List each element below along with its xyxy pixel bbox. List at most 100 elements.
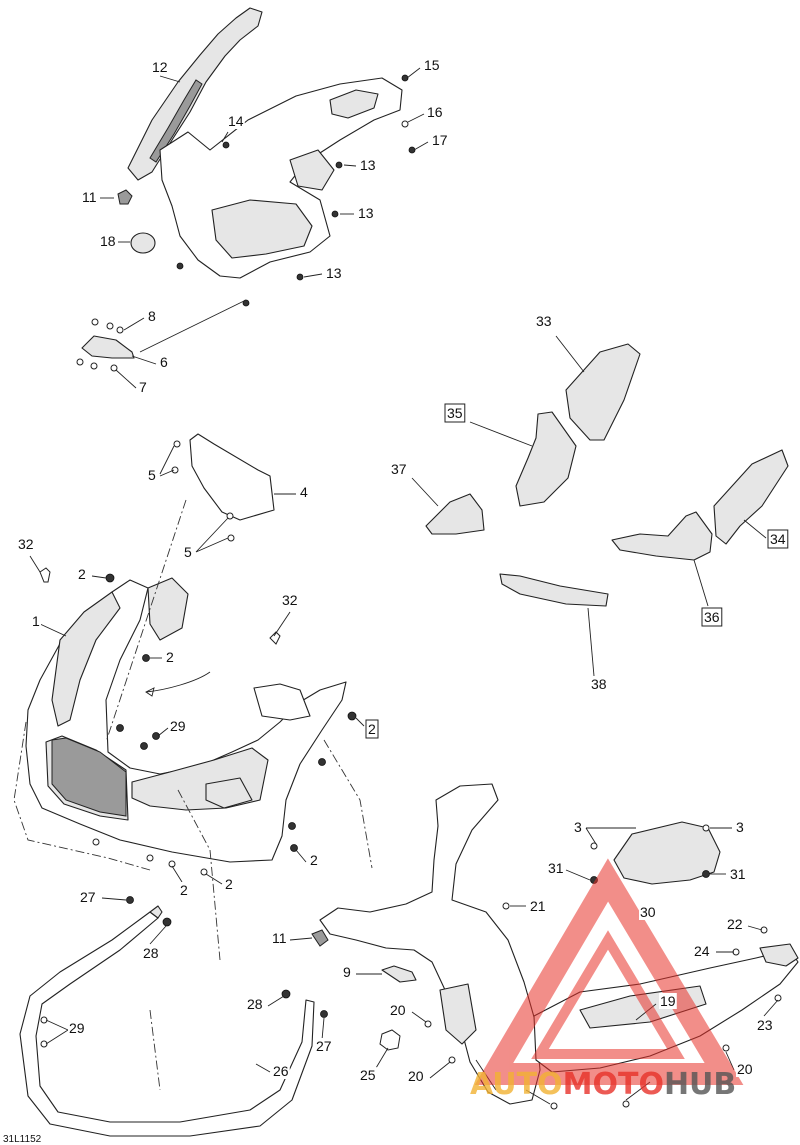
callout-label: 3 [736, 819, 744, 835]
part-11-clip-lower [311, 929, 329, 947]
callout-label: 15 [424, 57, 440, 73]
watermark-text-auto: AUTO [470, 1067, 563, 1102]
callout-label: 7 [139, 379, 147, 395]
callout-backdrop [159, 354, 169, 370]
callout-label: 22 [727, 916, 743, 932]
callout-backdrop [224, 876, 234, 892]
callout-26: 26 [272, 1063, 290, 1079]
callout-label: 9 [343, 964, 351, 980]
callout-backdrop [529, 898, 547, 914]
callout-backdrop [426, 104, 444, 120]
callout-backdrop [79, 889, 97, 905]
callout-21: 21 [529, 898, 547, 914]
callout-label: 23 [757, 1017, 773, 1033]
callout-backdrop [693, 943, 711, 959]
callout-2: 2 [309, 852, 319, 868]
watermark-text-moto: MOTO [563, 1067, 664, 1102]
callout-13: 13 [359, 157, 377, 173]
callout-label: 8 [148, 308, 156, 324]
callout-label: 38 [591, 676, 607, 692]
callout-backdrop [147, 467, 157, 483]
part-11-clip [117, 189, 133, 205]
callout-4: 4 [299, 484, 309, 500]
callout-20: 20 [389, 1002, 407, 1018]
callout-backdrop [736, 1061, 754, 1077]
callout-label: 31 [548, 860, 564, 876]
part-33-pad [565, 343, 641, 441]
callout-35: 35 [444, 403, 466, 423]
callout-backdrop [309, 852, 319, 868]
callout-label: 1 [32, 613, 40, 629]
callout-backdrop [31, 613, 41, 629]
callout-backdrop [272, 1063, 290, 1079]
callout-8: 8 [147, 308, 157, 324]
callout-3: 3 [735, 819, 745, 835]
callout-30: 30 [639, 904, 657, 920]
callout-backdrop [726, 916, 744, 932]
callout-box [365, 719, 379, 739]
callout-19: 19 [659, 993, 677, 1009]
callout-backdrop [142, 945, 160, 961]
callout-17: 17 [431, 132, 449, 148]
callout-backdrop [17, 536, 35, 552]
callout-label: 5 [148, 467, 156, 483]
callout-6: 6 [159, 354, 169, 370]
callout-label: 28 [143, 945, 159, 961]
part-36-pad [611, 511, 713, 561]
callout-backdrop [165, 649, 175, 665]
callout-3: 3 [573, 819, 583, 835]
callout-28: 28 [246, 996, 264, 1012]
callout-7: 7 [138, 379, 148, 395]
callout-backdrop [431, 132, 449, 148]
callout-2: 2 [77, 566, 87, 582]
callout-label: 35 [447, 405, 463, 421]
watermark-brand-text: AUTOMOTOHUB [470, 1067, 736, 1102]
callout-label: 12 [152, 59, 168, 75]
callout-29: 29 [169, 718, 187, 734]
callout-29: 29 [68, 1020, 86, 1036]
callout-11: 11 [271, 930, 288, 946]
callout-label: 11 [82, 189, 97, 205]
callout-14: 14 [227, 113, 245, 129]
callout-backdrop [183, 544, 193, 560]
fascia-grille-mesh [51, 737, 127, 817]
callout-backdrop [535, 313, 553, 329]
callout-32: 32 [281, 592, 299, 608]
callout-backdrop [138, 379, 148, 395]
callout-20: 20 [407, 1068, 425, 1084]
callout-label: 21 [530, 898, 546, 914]
upper-console-assembly [76, 7, 416, 372]
callout-backdrop [389, 1002, 407, 1018]
callout-2: 2 [179, 882, 189, 898]
callout-labels: 1214151617131313111886733353734363854532… [17, 57, 789, 1084]
callout-label: 27 [80, 889, 96, 905]
callout-27: 27 [79, 889, 97, 905]
callout-box [701, 607, 723, 627]
callout-backdrop [68, 1020, 86, 1036]
callout-33: 33 [535, 313, 553, 329]
callout-31: 31 [547, 860, 565, 876]
callout-backdrop [281, 592, 299, 608]
callout-label: 20 [737, 1061, 753, 1077]
callout-label: 36 [704, 609, 720, 625]
foam-pads-group [425, 343, 789, 607]
part-8-nut [91, 318, 99, 326]
part-37-pad [425, 493, 485, 535]
part-32-stud [39, 567, 51, 583]
callout-13: 13 [325, 265, 343, 281]
callout-backdrop [423, 57, 441, 73]
callout-2: 2 [365, 719, 379, 739]
callout-20: 20 [736, 1061, 754, 1077]
callout-label: 13 [326, 265, 342, 281]
watermark-text-hub: HUB [664, 1067, 736, 1102]
callout-label: 29 [69, 1020, 85, 1036]
callout-backdrop [299, 484, 309, 500]
callout-13: 13 [357, 205, 375, 221]
callout-label: 4 [300, 484, 308, 500]
callout-label: 14 [228, 113, 244, 129]
callout-backdrop [325, 265, 343, 281]
callout-label: 2 [180, 882, 188, 898]
callout-label: 20 [390, 1002, 406, 1018]
callout-5: 5 [183, 544, 193, 560]
